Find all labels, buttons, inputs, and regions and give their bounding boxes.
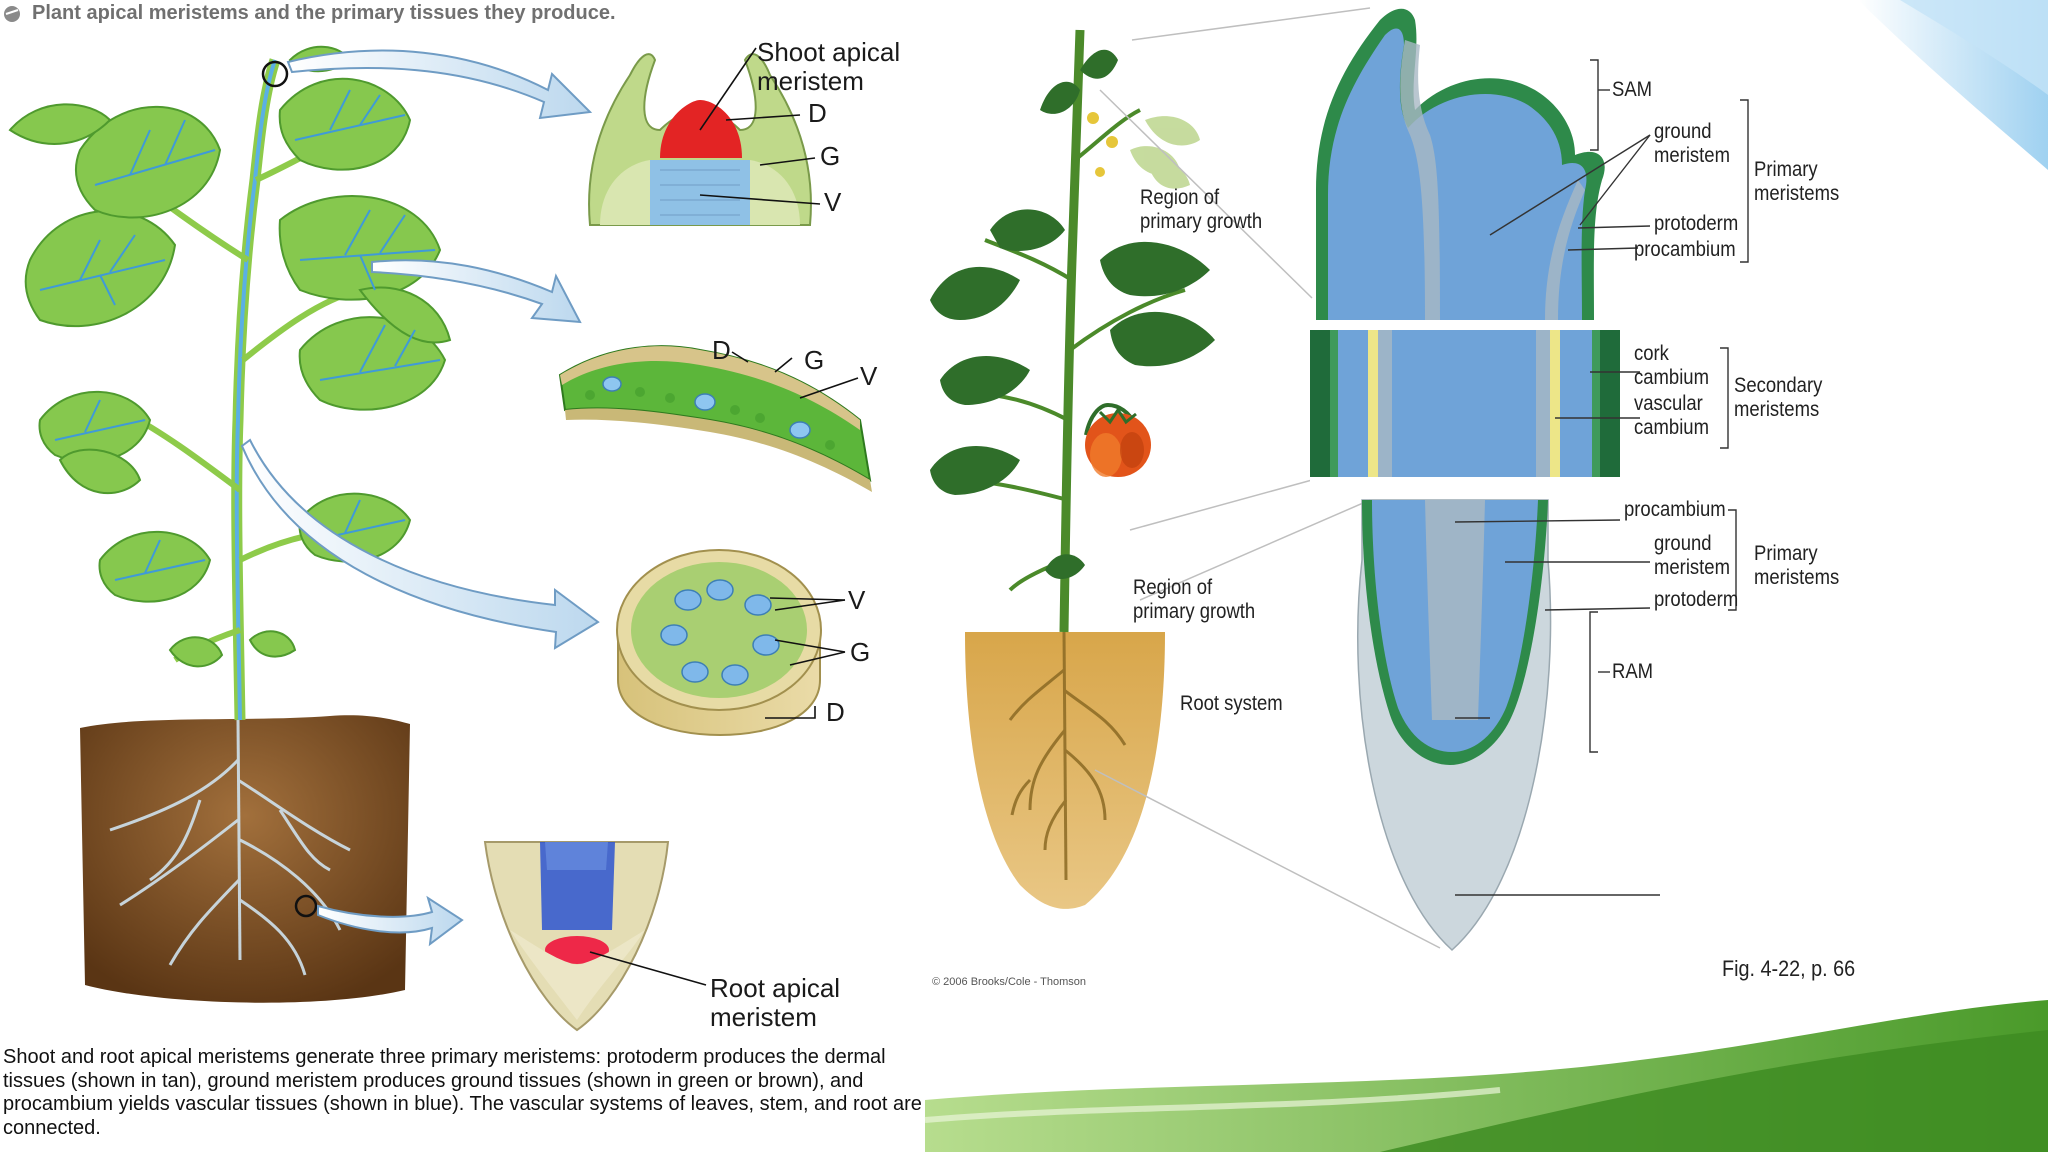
label-ram: RAM [1612, 660, 1654, 683]
label-stem-g: G [850, 637, 871, 667]
label-leaf-d: D [712, 335, 731, 365]
arrow-to-leaf [371, 259, 582, 324]
figure-title: Plant apical meristems and the primary t… [32, 2, 616, 24]
arrows [240, 49, 600, 947]
label-primary-meristems-2: Primary meristems [1754, 542, 1840, 589]
shoot-apex-section [588, 53, 812, 226]
arrow-to-shoot-apex [286, 49, 593, 120]
sam-longitudinal-section [1316, 8, 1605, 321]
label-root-apical-meristem: Root apical meristem [710, 973, 841, 1033]
title-bullet-icon [4, 6, 20, 22]
tomato-fruit [1084, 402, 1151, 477]
label-stem-v: V [848, 585, 866, 615]
label-secondary-meristems: Secondary meristems [1734, 374, 1823, 421]
leaf-section [558, 345, 872, 492]
label-region-primary-growth-top: Region of primary growth [1140, 186, 1263, 233]
label-procambium-2: procambium [1624, 498, 1726, 521]
connector-lines [1094, 7, 1441, 949]
label-protoderm-2: protoderm [1654, 588, 1739, 611]
tomato-plant [930, 29, 1215, 909]
label-region-primary-growth-bottom: Region of primary growth [1133, 576, 1256, 623]
label-sam: SAM [1612, 78, 1653, 101]
tomato-roots [1008, 631, 1127, 881]
arrow-to-stem [240, 438, 600, 650]
figure-caption: Shoot and root apical meristems generate… [3, 1046, 922, 1139]
label-leaf-g: G [804, 345, 825, 375]
bean-plant [8, 45, 452, 1003]
copyright-credit: © 2006 Brooks/Cole - Thomson [932, 976, 1087, 988]
label-shoot-apical-meristem: Shoot apical meristem [757, 37, 901, 97]
ram-longitudinal-section [1357, 499, 1552, 952]
left-leader-lines [589, 47, 859, 986]
figure-reference: Fig. 4-22, p. 66 [1722, 956, 1856, 981]
root-tip-marker [294, 894, 318, 918]
label-protoderm-1: protoderm [1654, 212, 1739, 235]
shoot-tip-marker [261, 60, 289, 88]
arrow-to-root-tip [317, 895, 464, 947]
label-root-system: Root system [1180, 692, 1283, 715]
label-ground-meristem-2: ground meristem [1654, 532, 1730, 579]
label-shoot-d: D [808, 98, 827, 128]
stem-cross-section [616, 549, 822, 737]
label-cork-cambium: cork cambium [1634, 342, 1709, 389]
slide-background-decor [924, 0, 2048, 1152]
label-shoot-v: V [824, 187, 842, 217]
soil [80, 715, 410, 1003]
label-ground-meristem-1: ground meristem [1654, 120, 1730, 167]
right-leader-lines [1454, 59, 1749, 896]
label-procambium-1: procambium [1634, 238, 1736, 261]
label-shoot-g: G [820, 141, 841, 171]
label-vascular-cambium: vascular cambium [1634, 392, 1709, 439]
label-stem-d: D [826, 697, 845, 727]
secondary-growth-section [1310, 320, 1620, 499]
root-network [109, 719, 351, 976]
label-leaf-v: V [860, 361, 878, 391]
root-tip-section [483, 841, 670, 1032]
label-primary-meristems-1: Primary meristems [1754, 158, 1840, 205]
